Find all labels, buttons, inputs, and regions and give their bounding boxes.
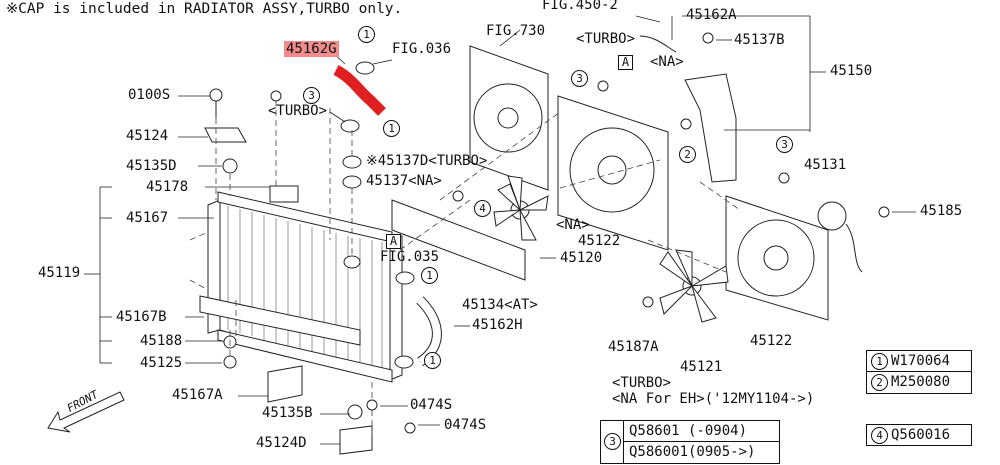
callout-1-hose: 1 xyxy=(383,120,400,137)
radiator-core xyxy=(207,191,403,383)
label-45135d: 45135D xyxy=(126,158,177,174)
label-0474s-1: 0474S xyxy=(410,397,453,413)
label-45167b: 45167B xyxy=(116,309,167,325)
label-45122-b: 45122 xyxy=(750,333,793,349)
legend-4: 4 Q560016 xyxy=(866,424,972,446)
legend-val-4: Q560016 xyxy=(891,427,951,443)
label-45167a: 45167A xyxy=(172,387,223,403)
label-45178: 45178 xyxy=(146,179,189,195)
label-45188: 45188 xyxy=(140,333,183,349)
label-45131: 45131 xyxy=(804,157,847,173)
ref-box-a-1: A xyxy=(618,55,633,70)
label-na-1: <NA> xyxy=(650,54,684,70)
callout-3-left: 3 xyxy=(303,87,320,104)
label-45125: 45125 xyxy=(140,355,183,371)
label-45162h: 45162H xyxy=(472,317,523,333)
label-45162g: 45162G xyxy=(284,41,339,57)
fan-45120 xyxy=(493,175,549,241)
label-turbo-2: <TURBO> xyxy=(268,103,328,119)
label-45120: 45120 xyxy=(560,250,603,266)
legend-num-2: 2 xyxy=(871,374,888,391)
label-45167: 45167 xyxy=(126,210,169,226)
label-45122-a: 45122 xyxy=(578,233,621,249)
legend-num-3: 3 xyxy=(604,433,621,450)
label-45134: 45134<AT> xyxy=(462,297,538,313)
label-45185: 45185 xyxy=(920,203,963,219)
label-fig450[interactable]: FIG.450-2 xyxy=(542,0,618,13)
label-45162a: 45162A xyxy=(686,7,737,23)
label-45119: 45119 xyxy=(38,265,81,281)
legend-3: 3 Q58601 (-0904) Q586001(0905->) xyxy=(600,420,780,464)
label-45137d: ※45137D<TURBO> xyxy=(366,153,488,169)
legend-row-2: 2 M250080 xyxy=(867,372,971,392)
legend-val-3a: Q58601 (-0904) xyxy=(629,423,748,439)
callout-3-right: 3 xyxy=(776,136,793,153)
cap-note: ※CAP is included in RADIATOR ASSY,TURBO … xyxy=(6,1,403,17)
label-45121: 45121 xyxy=(680,359,723,375)
label-45124: 45124 xyxy=(126,128,169,144)
label-na-for-eh: <NA For EH>('12MY1104->) xyxy=(612,391,815,407)
legend-val-2: M250080 xyxy=(891,374,951,390)
highlight-45162g: 45162G xyxy=(284,41,339,57)
fan-45121 xyxy=(659,249,729,323)
label-45137-na: 45137<NA> xyxy=(366,173,442,189)
callout-3-mid: 3 xyxy=(571,70,588,87)
legend-val-3b: Q586001(0905->) xyxy=(629,444,756,460)
label-fig036[interactable]: FIG.036 xyxy=(392,41,452,57)
label-fig035[interactable]: FIG.035 xyxy=(380,249,440,265)
label-turbo-3: <TURBO> xyxy=(612,375,672,391)
legend-num-4: 4 xyxy=(871,427,888,444)
callout-4: 4 xyxy=(474,200,491,217)
legend-1-2: 1 W170064 2 M250080 xyxy=(866,350,972,394)
legend-num-1: 1 xyxy=(871,353,888,370)
callout-1-lower: 1 xyxy=(421,267,438,284)
label-0474s-2: 0474S xyxy=(444,417,487,433)
ref-box-a-2: A xyxy=(386,234,401,249)
legend-val-1: W170064 xyxy=(891,353,951,369)
label-45124d: 45124D xyxy=(256,435,307,451)
label-45135b: 45135B xyxy=(262,405,313,421)
label-45137b: 45137B xyxy=(734,32,785,48)
label-0100s: 0100S xyxy=(128,87,171,103)
callout-2: 2 xyxy=(679,146,696,163)
label-45187a: 45187A xyxy=(608,339,659,355)
label-fig730[interactable]: FIG.730 xyxy=(486,23,546,39)
callout-1-bottom: 1 xyxy=(424,352,441,369)
legend-row-1: 1 W170064 xyxy=(867,351,971,371)
callout-1-top: 1 xyxy=(358,26,375,43)
label-turbo-1: <TURBO> xyxy=(576,31,636,47)
label-45150: 45150 xyxy=(830,63,873,79)
label-na-2: <NA> xyxy=(556,217,590,233)
